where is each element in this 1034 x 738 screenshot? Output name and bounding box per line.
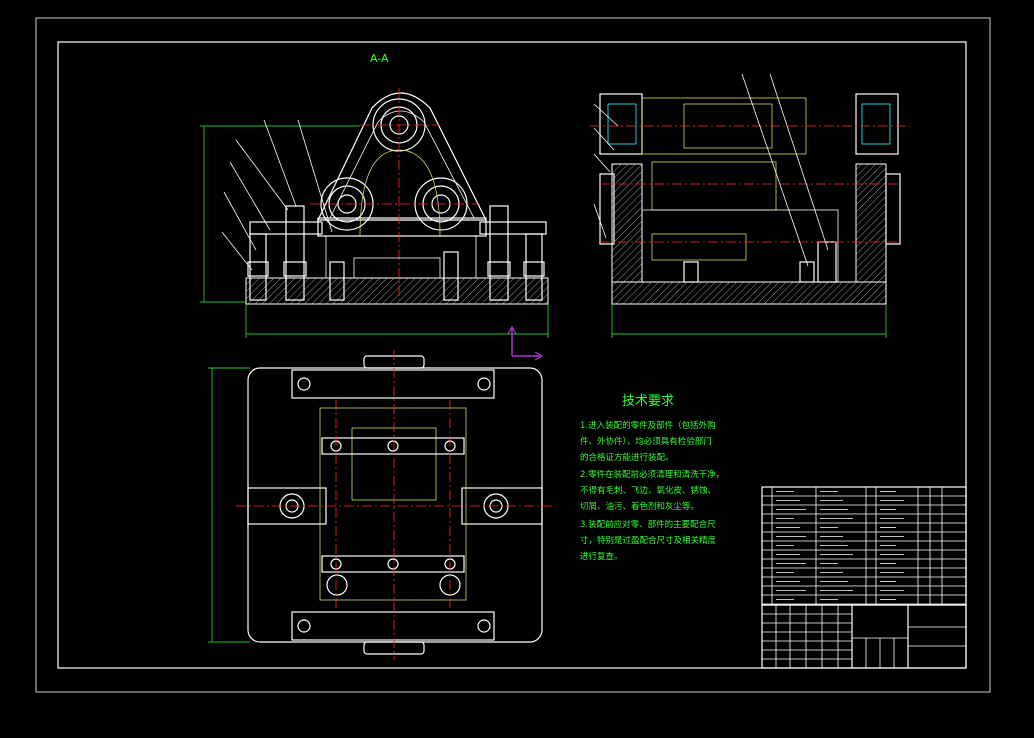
leader-5: [263, 119, 297, 207]
left-nut-1: [283, 261, 307, 277]
side-right-clamp: [885, 173, 901, 245]
side-leader-1: [593, 103, 619, 127]
workpiece-slot: [353, 257, 441, 279]
front-section-view[interactable]: A-A: [200, 52, 549, 338]
right-stud-1: [489, 205, 509, 301]
side-inner-frame: [641, 209, 839, 283]
triangle-bracket-inner: [329, 110, 475, 219]
side-view[interactable]: [590, 73, 910, 338]
plan-top-left-bolt: [297, 377, 311, 391]
tech-line-1: 1.进入装配的零件及部件（包括外购: [580, 420, 716, 431]
side-right-upright: [855, 163, 887, 283]
right-nut-1: [487, 261, 511, 277]
tech-line-2: 件、外协件），均必须具有检验部门: [580, 436, 712, 447]
side-workpiece: [651, 161, 777, 211]
leader-4: [221, 231, 253, 271]
title-block-frame: [761, 604, 967, 669]
locating-pin-left: [329, 261, 345, 301]
leader-2: [229, 161, 271, 231]
plan-view[interactable]: [208, 350, 556, 660]
title-block: [761, 604, 967, 669]
leader-1: [235, 139, 289, 211]
side-leader-2: [593, 127, 615, 151]
side-left-bushing-inner: [607, 103, 637, 145]
side-right-bushing: [855, 93, 899, 155]
side-pin-right: [799, 261, 815, 283]
left-nut-2: [247, 261, 269, 277]
side-left-upright: [611, 163, 643, 283]
plan-lower-pin-left: [326, 574, 348, 596]
plan-lower-cross-bar: [321, 555, 465, 573]
leader-6: [297, 119, 333, 233]
inner-sheet-border: [57, 41, 967, 669]
tech-line-6: 切屑、油污、着色剂和灰尘等。: [580, 501, 699, 512]
title-block-grid: [762, 605, 895, 668]
right-clamp-arm: [479, 221, 547, 235]
plan-bottom-left-bolt: [297, 619, 311, 633]
triangle-bracket: [317, 92, 487, 221]
side-leader-4: [593, 203, 607, 239]
locating-pin-right: [443, 251, 459, 301]
left-stud-1: [285, 205, 305, 301]
plan-bottom-clamp-bar: [291, 611, 495, 641]
side-workpiece-lower: [651, 233, 747, 261]
plan-top-clamp-bar: [291, 369, 495, 399]
plan-upper-cross-bar: [321, 437, 465, 455]
side-pin-left: [683, 261, 699, 283]
plan-hidden-workpiece: [319, 407, 467, 601]
side-leader-6: [769, 73, 829, 251]
tech-line-3: 的合格证方能进行装配。: [580, 452, 674, 463]
leader-3: [223, 191, 257, 251]
parts-list: [761, 486, 967, 606]
plan-bottom-right-bolt: [477, 619, 491, 633]
workpiece-hidden-arc: [359, 149, 441, 237]
parts-list-rows: [762, 487, 966, 605]
plan-upper-bolt-2: [387, 440, 399, 452]
tech-line-8: 寸，特别是过盈配合尺寸及相关精度: [580, 535, 717, 546]
side-post-right: [817, 241, 837, 283]
lower-block: [325, 235, 477, 279]
side-leader-5: [741, 73, 809, 267]
side-base: [611, 281, 887, 305]
section-label: A-A: [370, 52, 389, 65]
side-right-bushing-inner: [861, 103, 891, 145]
plan-top-right-bolt: [477, 377, 491, 391]
side-left-clamp: [599, 173, 615, 245]
plan-lower-bolt-2: [387, 558, 399, 570]
tech-line-4: 2.零件在装配前必须清理和清洗干净，: [580, 469, 724, 480]
plan-base-plate: [247, 367, 543, 643]
right-stud-2: [525, 233, 543, 301]
tech-title: 技术要求: [622, 394, 674, 409]
ucs-icon: [507, 325, 544, 361]
right-nut-2: [523, 261, 545, 277]
tech-line-9: 进行复查。: [580, 551, 623, 562]
side-leader-3: [593, 153, 611, 173]
outer-sheet-border: [35, 17, 991, 693]
tech-line-5: 不得有毛刺、飞边、氧化皮、锈蚀、: [580, 485, 716, 496]
tech-line-7: 3.装配前应对零、部件的主要配合尺: [580, 519, 716, 530]
tech-requirements: 技术要求 1.进入装配的零件及部件（包括外购 件、外协件），均必须具有检验部门 …: [580, 394, 724, 562]
